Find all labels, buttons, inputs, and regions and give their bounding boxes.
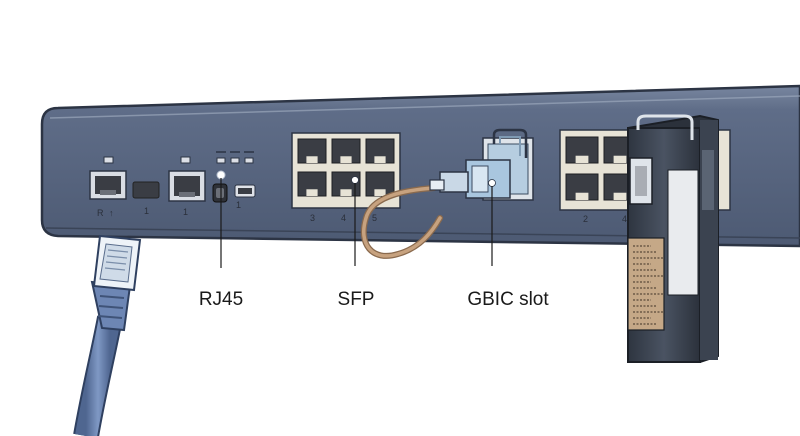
port-label-4b: 4 [622, 214, 627, 224]
gbic-callout-label: GBIC slot [467, 289, 549, 310]
port-label-1b: 1 [183, 207, 188, 217]
port-label-3: 3 [310, 213, 315, 223]
center-port-2[interactable] [331, 138, 361, 164]
center-port-4[interactable] [297, 171, 327, 197]
ethernet-cable [73, 280, 132, 436]
port-label-1a: 1 [144, 206, 149, 216]
port-label-r-mark: ↑ [109, 208, 114, 218]
port-label-1c: 1 [236, 200, 241, 210]
port-label-5: 5 [372, 213, 377, 223]
gbic-indicator-light [488, 179, 496, 187]
small-port-pair[interactable] [212, 183, 256, 203]
port-label-4a: 4 [341, 213, 346, 223]
center-port-5[interactable] [331, 171, 361, 197]
rj45-callout-label: RJ45 [199, 289, 243, 310]
center-port-3[interactable] [365, 138, 395, 164]
sfp-callout-label: SFP [338, 289, 375, 310]
status-led-row [103, 151, 254, 164]
gbic-transceiver-module[interactable] [627, 114, 719, 363]
right-port-1[interactable] [565, 136, 599, 164]
module-label-plate [627, 237, 665, 331]
rj45-indicator-light [216, 170, 226, 180]
gbic-slot-assembly[interactable] [429, 128, 534, 201]
module-label-text-lines [633, 245, 663, 325]
sfp-indicator-light [351, 176, 359, 184]
rj45-port-1[interactable] [168, 170, 206, 202]
management-port-1[interactable] [132, 181, 160, 199]
right-port-3[interactable] [565, 173, 599, 201]
rj45-port-block-center: 3 4 5 [291, 132, 401, 223]
left-port-numbers: R ↑ 1 1 1 [97, 200, 241, 218]
center-port-6[interactable] [365, 171, 395, 197]
center-port-grid[interactable] [297, 138, 395, 197]
port-label-2: 2 [583, 214, 588, 224]
center-port-1[interactable] [297, 138, 327, 164]
rj45-plug [92, 234, 142, 292]
port-label-r: R [97, 208, 104, 218]
rj45-port-r[interactable] [89, 170, 127, 200]
